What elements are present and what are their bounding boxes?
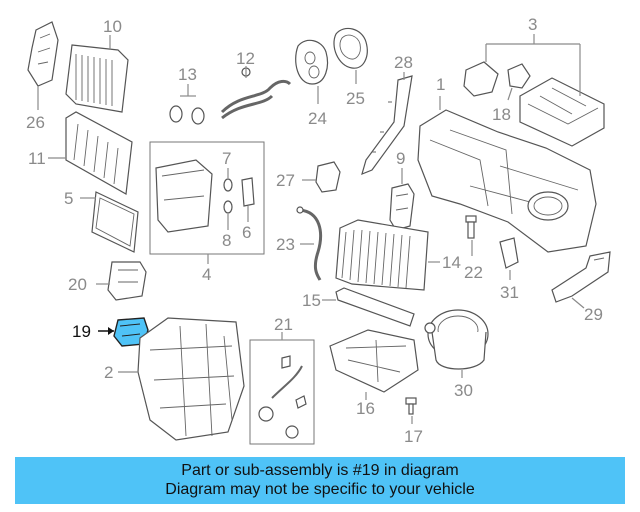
part-17-screw <box>405 397 417 415</box>
callout-29: 29 <box>584 305 603 324</box>
caption-line-1: Part or sub-assembly is #19 in diagram <box>181 462 459 479</box>
part-10-heater-core <box>65 44 129 113</box>
callout-30: 30 <box>454 381 473 400</box>
callout-22: 22 <box>464 263 483 282</box>
part-4-kit-box <box>149 141 265 255</box>
callout-23: 23 <box>276 235 295 254</box>
callout-9: 9 <box>396 149 405 168</box>
part-31-resistor <box>499 237 519 269</box>
part-13-o-rings <box>169 105 205 125</box>
callout-28: 28 <box>394 53 413 72</box>
callout-3: 3 <box>528 15 537 34</box>
part-22-clip <box>465 215 477 239</box>
callout-31: 31 <box>500 283 519 302</box>
callout-21: 21 <box>274 315 293 334</box>
part-16-tray <box>329 329 419 393</box>
part-24-gasket <box>295 39 329 85</box>
callout-17: 17 <box>404 427 423 446</box>
callout-8: 8 <box>222 231 231 250</box>
part-1-main-housing <box>417 109 597 253</box>
caption-line-2: Diagram may not be specific to your vehi… <box>165 481 475 498</box>
part-3-upper-assembly <box>463 61 605 147</box>
part-4-expansion-valve <box>155 159 213 233</box>
callout-25: 25 <box>346 89 365 108</box>
caption-banner: Part or sub-assembly is #19 in diagram D… <box>15 457 625 504</box>
part-27-sensor <box>315 161 341 193</box>
part-25-seal <box>333 27 368 69</box>
callout-24: 24 <box>308 109 327 128</box>
part-30-blower-motor <box>424 309 489 370</box>
callout-15: 15 <box>302 291 321 310</box>
part-2-lower-housing <box>137 317 245 441</box>
callout-7: 7 <box>222 149 231 168</box>
part-23-hose <box>296 206 323 281</box>
part-28-bracket <box>361 75 413 176</box>
callout-11: 11 <box>28 149 46 168</box>
part-21-parts <box>258 355 307 439</box>
callout-20: 20 <box>68 275 87 294</box>
part-26-bracket <box>27 21 59 87</box>
part-20-actuator <box>107 261 147 301</box>
part-29-duct <box>551 251 611 303</box>
callout-2: 2 <box>104 363 113 382</box>
callout-13: 13 <box>178 65 197 84</box>
callout-12: 12 <box>236 49 255 68</box>
callout-27: 27 <box>276 171 295 190</box>
callout-14: 14 <box>442 253 461 272</box>
part-12-pipe <box>220 67 292 120</box>
callout-18: 18 <box>492 105 511 124</box>
parts-diagram: 26 10 11 5 20 19 2 <box>26 15 611 446</box>
part-21-kit-box <box>249 339 315 445</box>
callout-26: 26 <box>26 113 45 132</box>
callout-16: 16 <box>356 399 375 418</box>
part-14-cabin-filter <box>335 219 429 291</box>
part-11-evaporator <box>65 111 133 195</box>
callout-5: 5 <box>64 189 73 208</box>
callout-1: 1 <box>436 75 445 94</box>
part-5-filter <box>91 191 139 253</box>
part-9-switch <box>389 183 415 231</box>
callout-6: 6 <box>242 223 251 242</box>
callout-4: 4 <box>202 265 211 284</box>
callout-10: 10 <box>103 17 122 36</box>
part-7-8-seals <box>223 177 255 214</box>
part-15-strip <box>335 287 415 327</box>
callout-19: 19 <box>72 322 91 341</box>
